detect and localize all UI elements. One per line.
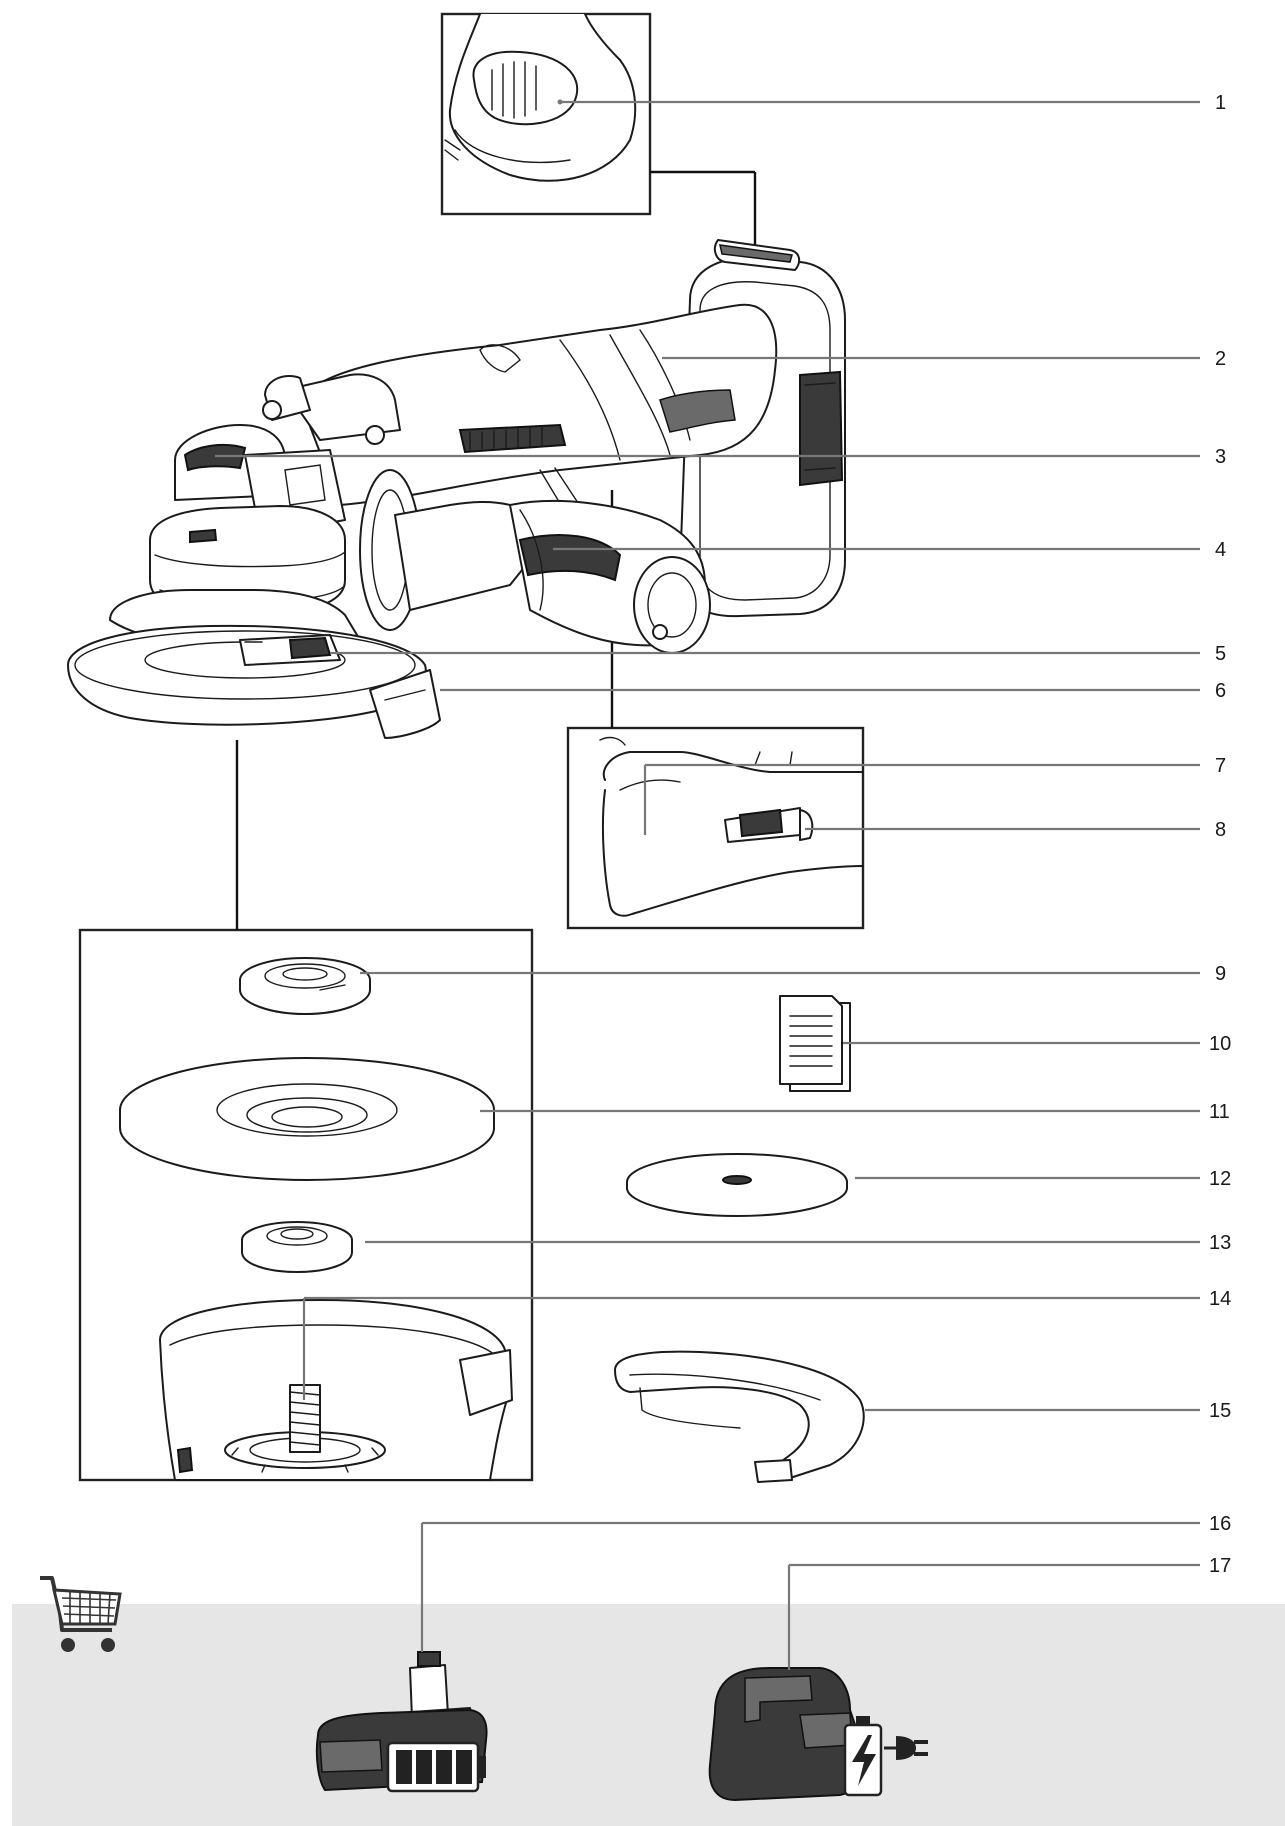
callout-10: 10 (1209, 1033, 1231, 1055)
callout-11: 11 (1209, 1101, 1230, 1123)
callout-7: 7 (1215, 755, 1226, 777)
callout-3: 3 (1215, 446, 1226, 468)
inset-battery-release (440, 12, 757, 245)
grinding-disc-large (119, 1057, 495, 1181)
side-handle (359, 469, 711, 654)
callout-8: 8 (1215, 819, 1226, 841)
power-plug-icon (884, 1736, 928, 1760)
callout-9: 9 (1215, 963, 1226, 985)
battery-charger (708, 1667, 866, 1802)
angle-grinder (67, 239, 846, 739)
callout-4: 4 (1215, 539, 1226, 561)
leader-lines (215, 99, 1200, 1670)
flange-nut (239, 957, 371, 1015)
callout-12: 12 (1209, 1168, 1231, 1190)
callout-numbers: 1 2 3 4 5 6 7 8 9 10 11 12 13 14 15 16 1… (1209, 92, 1231, 1577)
battery-level-icon (386, 1741, 486, 1793)
manual-document (779, 995, 851, 1092)
callout-13: 13 (1209, 1232, 1231, 1254)
callout-15: 15 (1209, 1400, 1231, 1422)
charging-battery-icon (843, 1716, 883, 1797)
thin-cutting-disc (626, 1153, 848, 1217)
callout-17: 17 (1209, 1555, 1231, 1577)
callout-6: 6 (1215, 680, 1226, 702)
callout-14: 14 (1209, 1288, 1231, 1310)
inner-flange (241, 1221, 353, 1273)
callout-5: 5 (1215, 643, 1226, 665)
callout-1: 1 (1215, 92, 1226, 114)
guard-with-spindle (159, 1299, 513, 1481)
callout-16: 16 (1209, 1513, 1231, 1535)
optional-accessories-band (12, 1604, 1285, 1826)
shopping-cart-icon (40, 1576, 122, 1652)
cutting-guard (614, 1350, 865, 1483)
callout-2: 2 (1215, 348, 1226, 370)
